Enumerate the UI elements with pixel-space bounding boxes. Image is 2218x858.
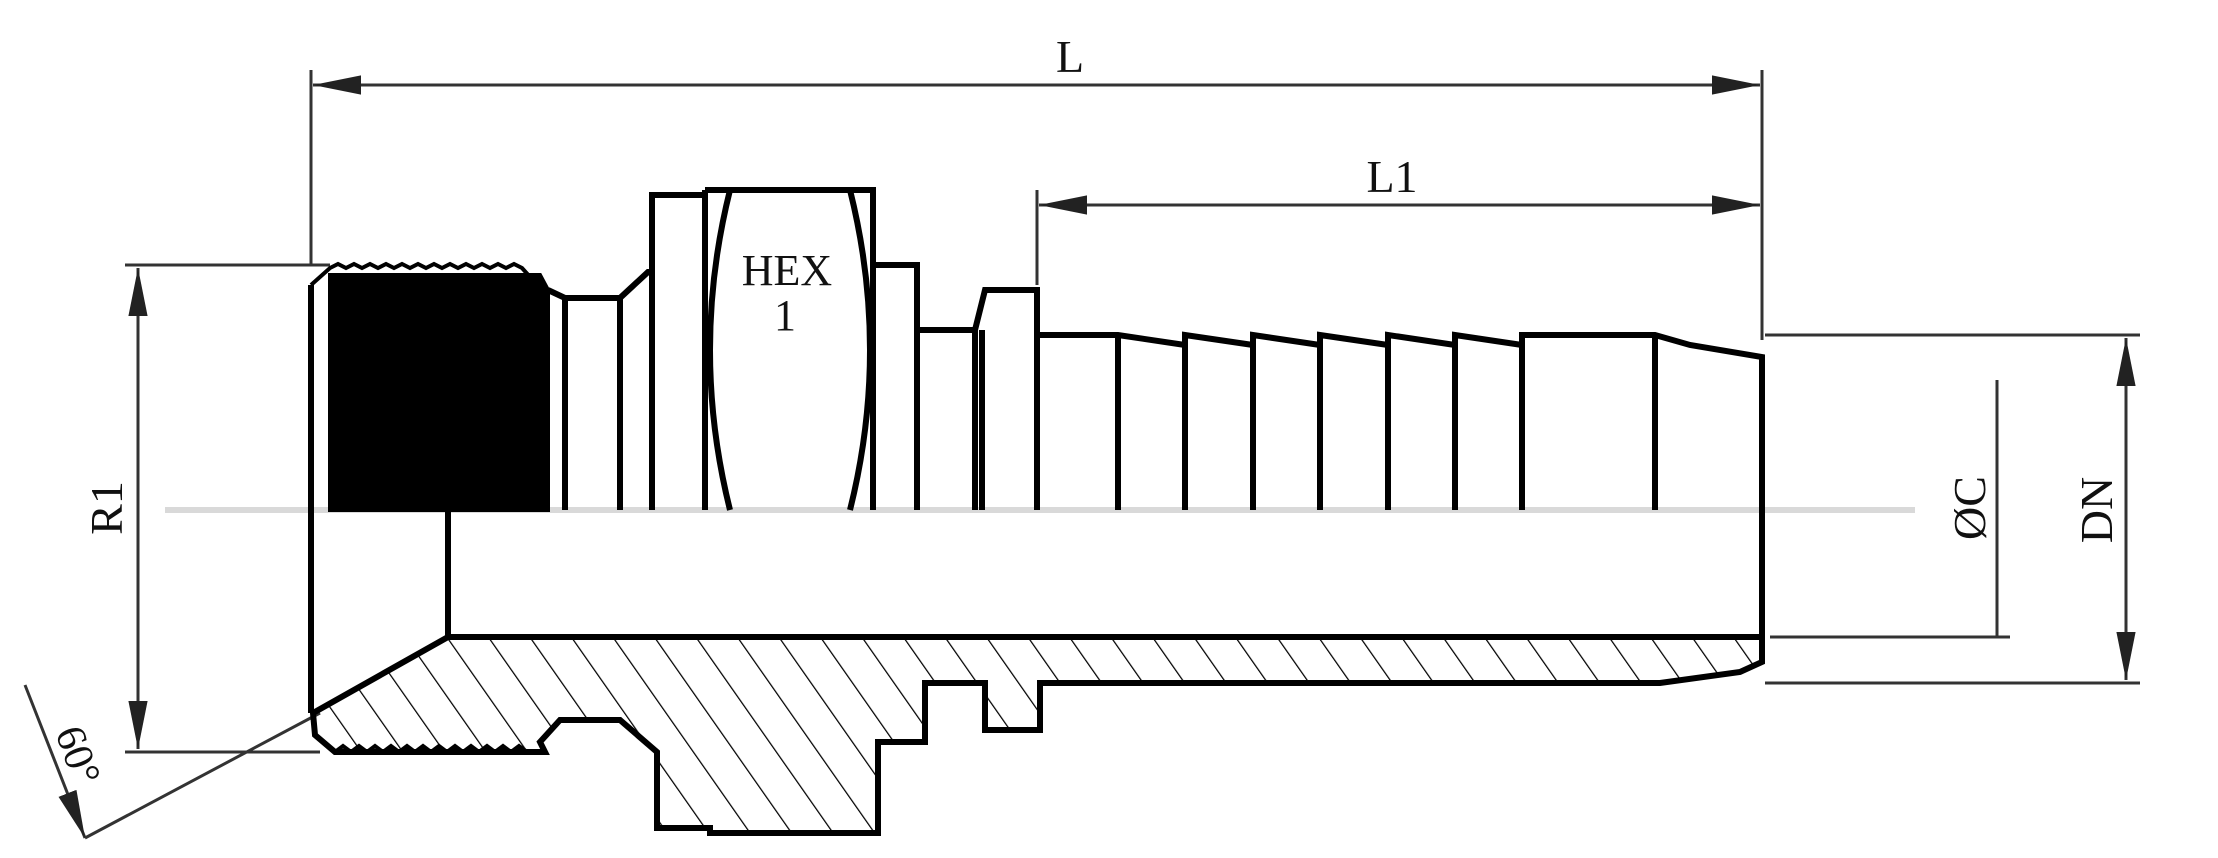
thread-angle-label: 60° <box>46 720 109 791</box>
dimension-bore-c: ØC <box>1770 380 2010 639</box>
dimension-r1-label: R1 <box>81 481 132 535</box>
section-hatched-body <box>309 634 1765 836</box>
dimension-r1: R1 <box>81 263 330 754</box>
dimension-l-label: L <box>1056 31 1084 82</box>
thread-section <box>328 273 550 512</box>
hex-body: HEX 1 <box>702 187 876 511</box>
thread-undercut <box>546 269 652 301</box>
dimension-l1: L1 <box>1035 151 1760 285</box>
dimension-l1-label: L1 <box>1366 151 1417 202</box>
hex-step <box>873 262 920 510</box>
nominal-diameter-label: DN <box>2071 477 2122 543</box>
bore-diameter-label: ØC <box>1944 476 1995 540</box>
dimension-dn: DN <box>1765 333 2140 685</box>
dimension-thread-angle: 60° <box>23 684 321 840</box>
barb-ridges <box>1115 335 1658 510</box>
dimension-l: L <box>309 31 1764 340</box>
upper-thread-teeth <box>309 261 542 290</box>
lower-thread-teeth <box>333 743 529 755</box>
ferrule-flange <box>972 287 1040 510</box>
hex-label-line1: HEX <box>742 246 832 295</box>
hex-collar <box>649 192 708 510</box>
hex-label-line2: 1 <box>774 291 796 340</box>
